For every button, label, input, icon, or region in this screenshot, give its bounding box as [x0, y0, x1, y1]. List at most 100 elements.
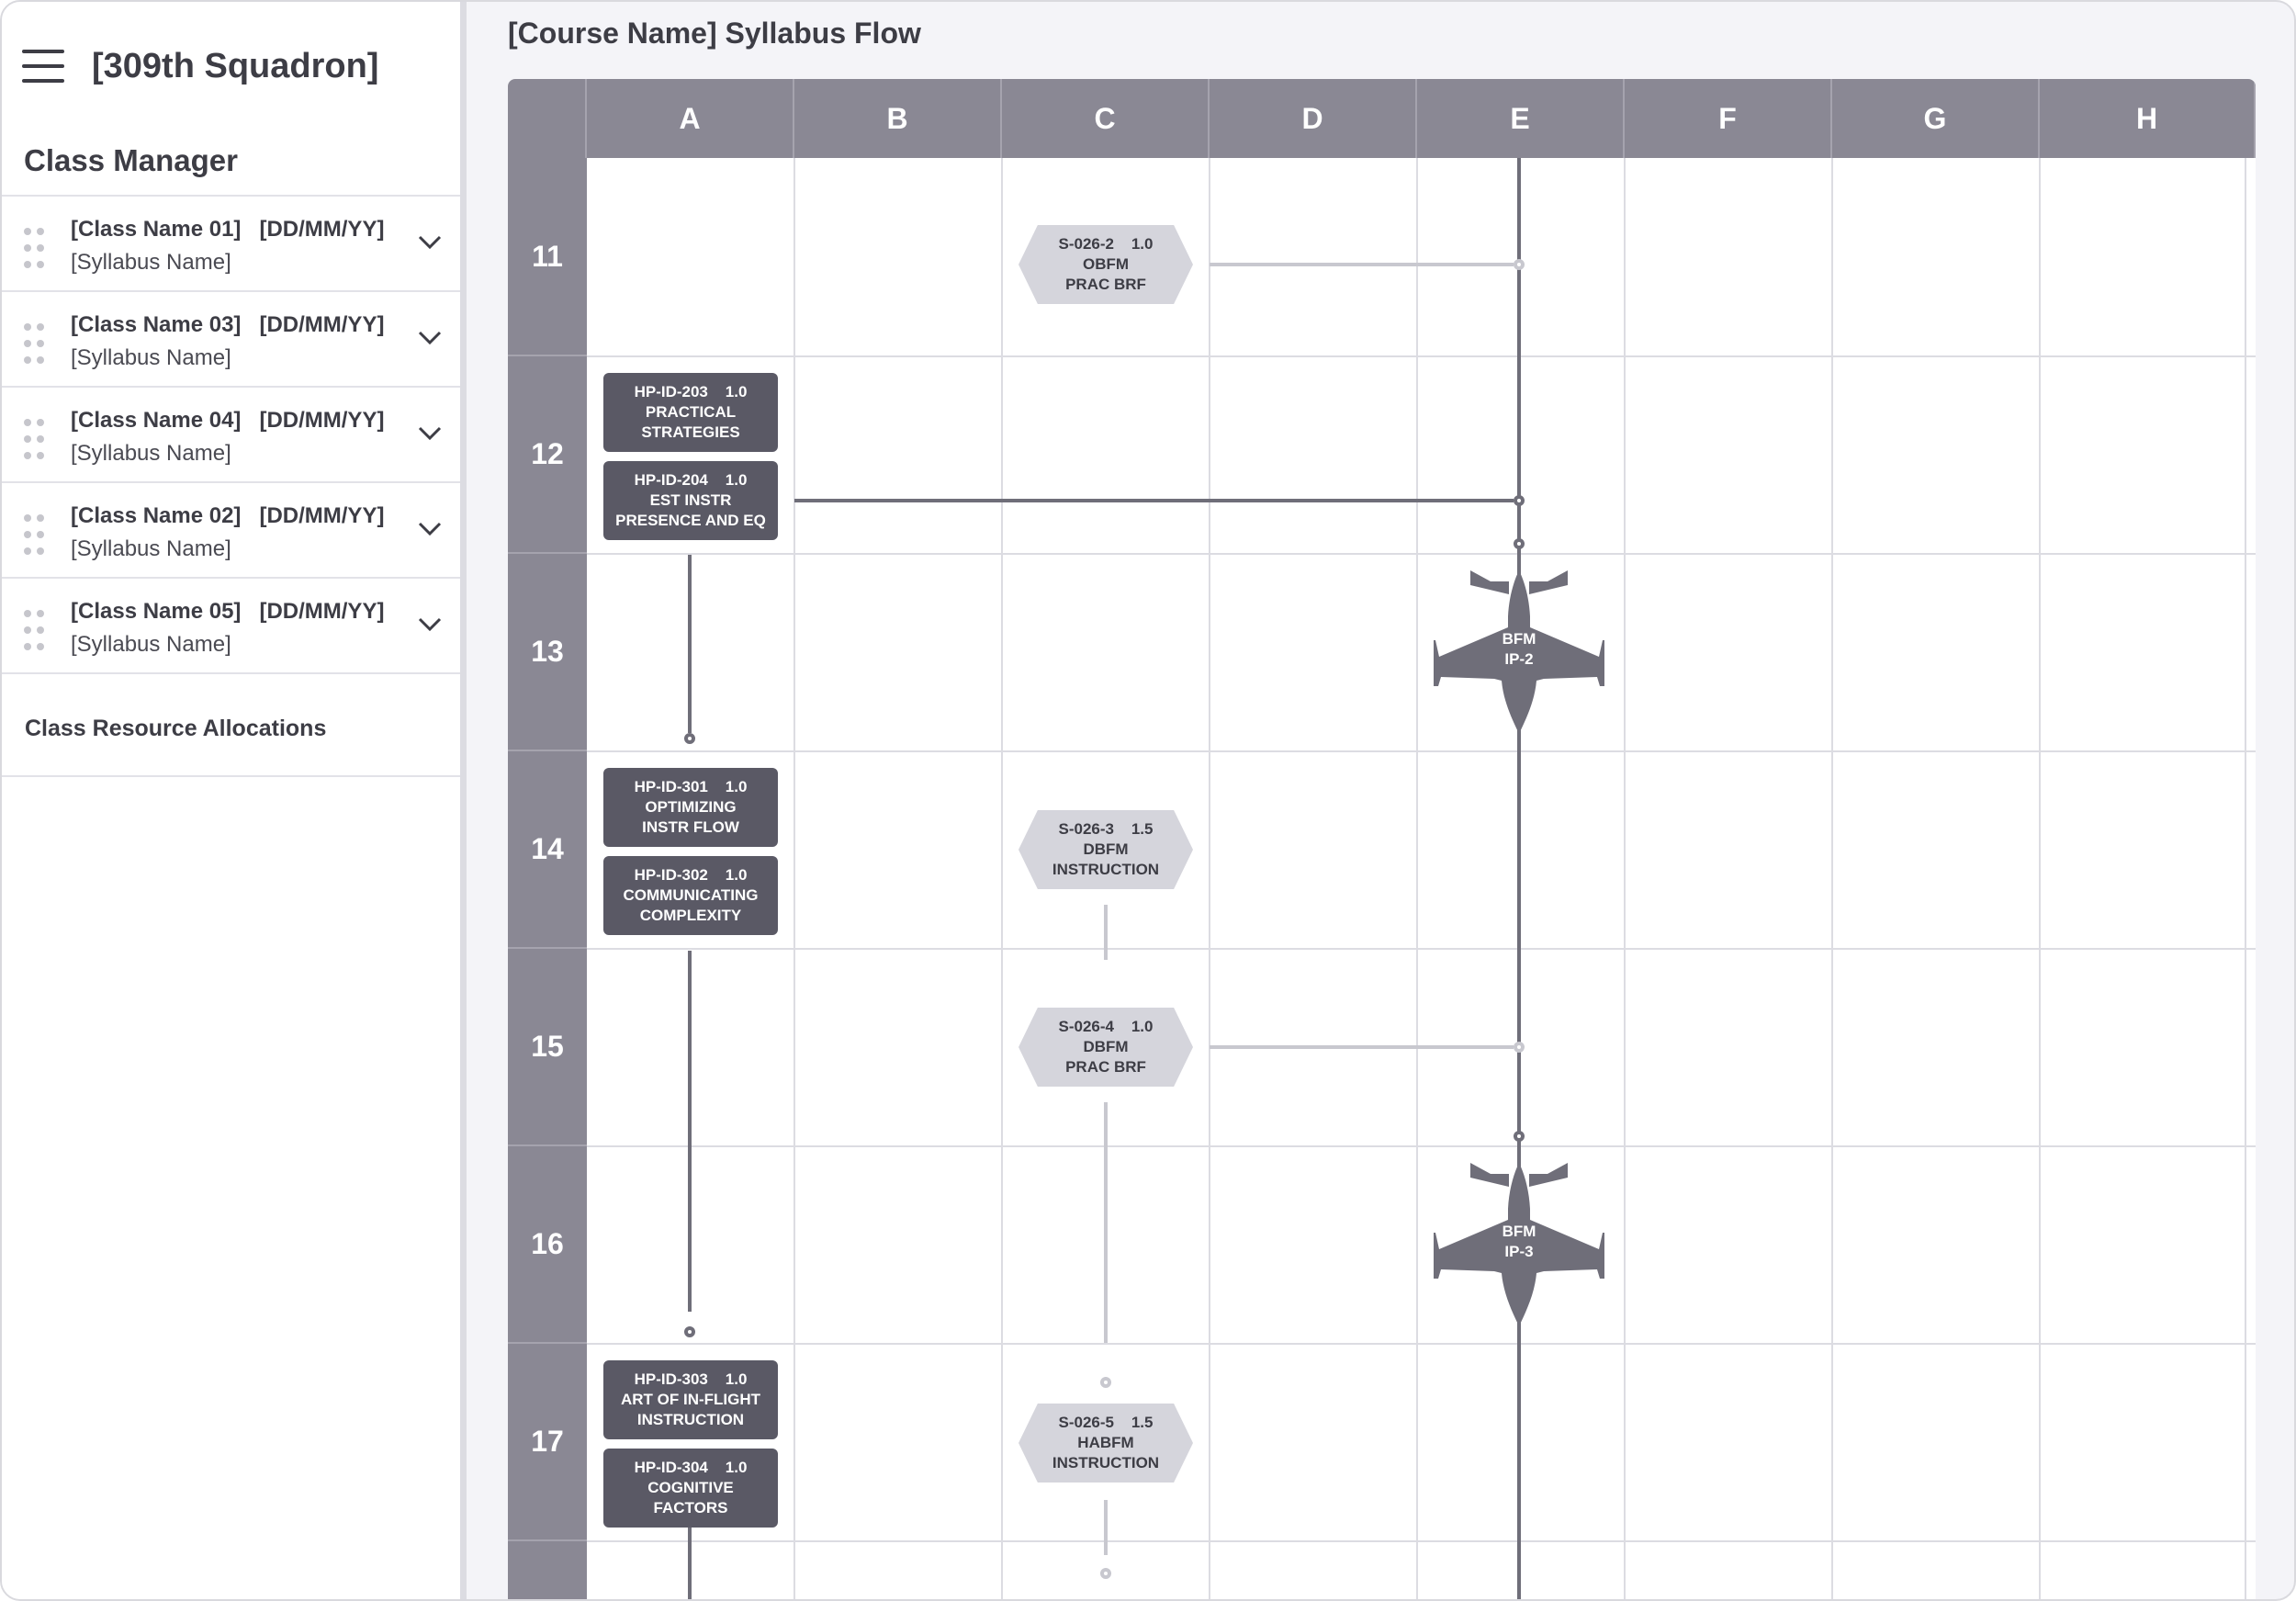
chevron-down-icon[interactable]	[417, 424, 443, 443]
connector-node	[1514, 538, 1525, 549]
grid-line	[1209, 158, 1210, 1599]
class-item-02[interactable]: [Class Name 02] [DD/MM/YY] [Syllabus Nam…	[2, 481, 460, 577]
lesson-code: S-026-2 1.0	[1058, 235, 1154, 253]
sortie-line: BFM	[1502, 1223, 1536, 1240]
column-header-e: E	[1417, 79, 1625, 158]
class-date: [DD/MM/YY]	[259, 503, 385, 528]
squadron-title: [309th Squadron]	[92, 46, 379, 85]
lesson-node-s-026-3[interactable]: S-026-3 1.5 DBFM INSTRUCTION	[1019, 810, 1193, 889]
lesson-node-hp-id-203[interactable]: HP-ID-203 1.0 PRACTICAL STRATEGIES	[603, 373, 778, 452]
class-title-line: [Class Name 02] [DD/MM/YY]	[71, 503, 384, 529]
chevron-down-icon[interactable]	[417, 329, 443, 347]
class-syllabus: [Syllabus Name]	[71, 250, 231, 275]
connector-s0265	[1104, 1500, 1108, 1555]
sortie-label: BFM IP-2	[1434, 629, 1604, 670]
class-syllabus: [Syllabus Name]	[71, 441, 231, 466]
connector-s0263	[1104, 905, 1108, 960]
lesson-code: HP-ID-302 1.0	[634, 866, 748, 884]
class-name: [Class Name 05]	[71, 599, 242, 624]
class-resource-allocations-link[interactable]: Class Resource Allocations	[2, 682, 460, 777]
lesson-node-hp-id-302[interactable]: HP-ID-302 1.0 COMMUNICATING COMPLEXITY	[603, 856, 778, 935]
lesson-line: DBFM	[1083, 840, 1129, 858]
class-name: [Class Name 04]	[71, 408, 242, 433]
sortie-node-bfm-ip-3[interactable]: BFM IP-3	[1434, 1161, 1604, 1326]
grid-line	[587, 355, 2256, 357]
lesson-line: OBFM	[1082, 255, 1130, 273]
drag-handle-icon[interactable]	[24, 514, 46, 555]
lesson-node-hp-id-204[interactable]: HP-ID-204 1.0 EST INSTR PRESENCE AND EQ	[603, 461, 778, 540]
class-manager-title: Class Manager	[24, 143, 238, 177]
grid-line	[587, 750, 2256, 752]
column-header-g: G	[1832, 79, 2040, 158]
lesson-line: ART OF IN-FLIGHT	[620, 1391, 761, 1408]
grid-line	[587, 948, 2256, 950]
class-item-01[interactable]: [Class Name 01] [DD/MM/YY] [Syllabus Nam…	[2, 195, 460, 290]
lesson-node-hp-id-303[interactable]: HP-ID-303 1.0 ART OF IN-FLIGHT INSTRUCTI…	[603, 1360, 778, 1439]
drag-handle-icon[interactable]	[24, 323, 46, 364]
row-header-12: 12	[508, 356, 587, 554]
connector-node	[1514, 259, 1525, 270]
class-date: [DD/MM/YY]	[259, 408, 385, 433]
connector-c-15	[1104, 1102, 1108, 1343]
sortie-node-bfm-ip-2[interactable]: BFM IP-2	[1434, 569, 1604, 734]
connector-line-e	[1517, 158, 1521, 1599]
lesson-node-hp-id-304[interactable]: HP-ID-304 1.0 COGNITIVE FACTORS	[603, 1449, 778, 1528]
lesson-line: PRAC BRF	[1065, 276, 1146, 293]
class-date: [DD/MM/YY]	[259, 312, 385, 337]
lesson-code: HP-ID-301 1.0	[634, 778, 748, 795]
column-header-h: H	[2040, 79, 2256, 158]
lesson-line: PRAC BRF	[1065, 1058, 1146, 1076]
class-date: [DD/MM/YY]	[259, 217, 385, 242]
lesson-line: FACTORS	[653, 1499, 728, 1516]
connector-hp204	[794, 499, 1514, 502]
drag-handle-icon[interactable]	[24, 228, 46, 268]
lesson-line: INSTRUCTION	[636, 1411, 745, 1428]
sidebar: [309th Squadron] Class Manager [Class Na…	[2, 2, 467, 1599]
lesson-node-s-026-5[interactable]: S-026-5 1.5 HABFM INSTRUCTION	[1019, 1404, 1193, 1483]
lesson-line: INSTRUCTION	[1052, 861, 1160, 878]
grid-line	[1001, 158, 1003, 1599]
lesson-line: COMMUNICATING	[623, 886, 759, 904]
class-name: [Class Name 02]	[71, 503, 242, 528]
menu-icon[interactable]	[22, 50, 64, 83]
lesson-line: HABFM	[1077, 1434, 1134, 1451]
row-header-18	[508, 1541, 587, 1599]
class-title-line: [Class Name 03] [DD/MM/YY]	[71, 312, 384, 338]
class-title-line: [Class Name 05] [DD/MM/YY]	[71, 599, 384, 625]
lesson-line: DBFM	[1083, 1038, 1129, 1055]
class-item-03[interactable]: [Class Name 03] [DD/MM/YY] [Syllabus Nam…	[2, 290, 460, 386]
grid-line	[587, 553, 2256, 555]
chevron-down-icon[interactable]	[417, 520, 443, 538]
row-header-15: 15	[508, 949, 587, 1146]
class-syllabus: [Syllabus Name]	[71, 345, 231, 370]
connector-node	[1100, 1377, 1111, 1388]
grid-line	[587, 1343, 2256, 1345]
lesson-node-s-026-2[interactable]: S-026-2 1.0 OBFM PRAC BRF	[1019, 225, 1193, 304]
lesson-code: S-026-5 1.5	[1058, 1414, 1154, 1431]
column-header-b: B	[794, 79, 1002, 158]
class-name: [Class Name 01]	[71, 217, 242, 242]
drag-handle-icon[interactable]	[24, 419, 46, 459]
lesson-line: COGNITIVE	[647, 1479, 734, 1496]
connector-node	[1514, 495, 1525, 506]
sortie-line: IP-3	[1504, 1243, 1534, 1260]
connector-a-15	[688, 951, 692, 1312]
lesson-line: STRATEGIES	[641, 423, 740, 441]
lesson-line: EST INSTR	[649, 491, 732, 509]
connector-node	[1514, 1131, 1525, 1142]
drag-handle-icon[interactable]	[24, 610, 46, 650]
column-header-f: F	[1625, 79, 1832, 158]
lesson-line: OPTIMIZING	[645, 798, 737, 816]
class-item-05[interactable]: [Class Name 05] [DD/MM/YY] [Syllabus Nam…	[2, 577, 460, 674]
class-title-line: [Class Name 04] [DD/MM/YY]	[71, 408, 384, 434]
column-header-d: D	[1210, 79, 1417, 158]
lesson-code: S-026-4 1.0	[1058, 1018, 1154, 1035]
lesson-node-s-026-4[interactable]: S-026-4 1.0 DBFM PRAC BRF	[1019, 1008, 1193, 1087]
chevron-down-icon[interactable]	[417, 233, 443, 252]
class-list: [Class Name 01] [DD/MM/YY] [Syllabus Nam…	[2, 195, 460, 674]
chevron-down-icon[interactable]	[417, 615, 443, 634]
grid-line	[587, 1540, 2256, 1542]
class-item-04[interactable]: [Class Name 04] [DD/MM/YY] [Syllabus Nam…	[2, 386, 460, 481]
lesson-node-hp-id-301[interactable]: HP-ID-301 1.0 OPTIMIZING INSTR FLOW	[603, 768, 778, 847]
